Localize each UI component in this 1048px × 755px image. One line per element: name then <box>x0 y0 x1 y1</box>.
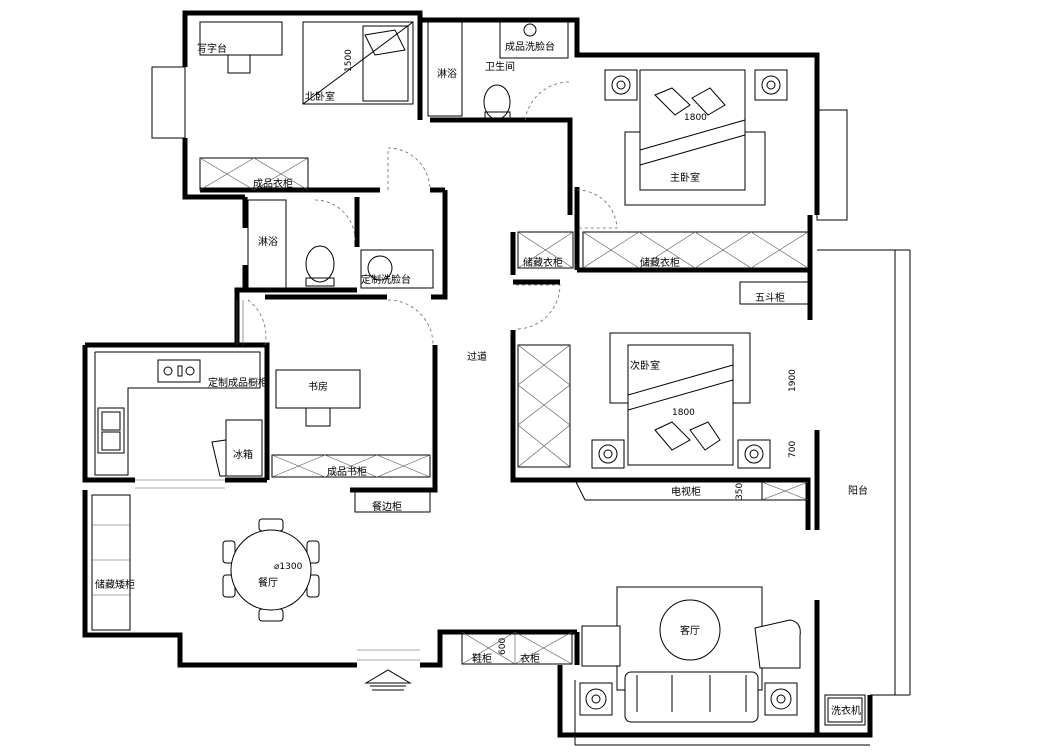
label-fridge: 冰箱 <box>233 448 253 461</box>
living-room-furniture <box>579 586 866 726</box>
label-study: 书房 <box>308 380 328 393</box>
thin-lines <box>135 66 911 746</box>
dim-second-bed: 1800 <box>672 408 695 418</box>
label-kitchen-cabinet: 定制成品橱柜 <box>208 376 268 389</box>
dim-master-bed: 1800 <box>684 113 707 123</box>
label-shoe-cabinet: 鞋柜 <box>472 652 492 665</box>
dim-350: 350 <box>735 483 745 500</box>
label-master-bedroom: 主卧室 <box>670 171 700 184</box>
label-basin-top: 成品洗脸台 <box>505 40 555 53</box>
dim-north-bed: 1500 <box>344 49 354 72</box>
room-labels: 写字台 北卧室 1500 淋浴 卫生间 成品洗脸台 成品衣柜 淋浴 定制洗脸台 … <box>95 40 868 717</box>
middle-bathroom-fixtures <box>247 199 434 289</box>
label-corridor: 过道 <box>467 350 487 363</box>
second-bedroom-furniture <box>517 281 809 501</box>
study-furniture <box>271 369 431 513</box>
label-five-drawer: 五斗柜 <box>755 291 785 304</box>
label-tv-cabinet: 电视柜 <box>671 485 701 498</box>
label-second-bedroom: 次卧室 <box>630 359 660 372</box>
entrance-cabinets <box>461 631 573 665</box>
label-storage-wardrobe-small: 储藏衣柜 <box>523 256 563 269</box>
label-washer: 洗衣机 <box>831 704 861 717</box>
label-bathroom: 卫生间 <box>485 60 515 73</box>
label-shower-top: 淋浴 <box>437 67 457 80</box>
label-storage-wardrobe: 储藏衣柜 <box>640 256 680 269</box>
dim-1900: 1900 <box>788 369 798 392</box>
dim-700: 700 <box>788 441 798 458</box>
label-wardrobe-north: 成品衣柜 <box>253 177 293 190</box>
label-storage-cabinet: 储藏矮柜 <box>95 578 135 591</box>
label-coat-cabinet: 衣柜 <box>520 652 540 665</box>
label-shower-mid: 淋浴 <box>258 235 278 248</box>
kitchen-fixtures <box>94 351 263 477</box>
label-living-room: 客厅 <box>680 624 700 637</box>
top-bathroom-fixtures <box>427 21 569 120</box>
label-table-dia: ⌀1300 <box>274 562 303 572</box>
label-basin-mid: 定制洗脸台 <box>361 273 411 286</box>
entrance-arrow <box>364 669 412 691</box>
dim-600: 600 <box>498 638 508 655</box>
label-north-bedroom: 北卧室 <box>305 90 335 103</box>
dining-furniture <box>91 494 320 631</box>
doors <box>247 81 618 346</box>
label-desk: 写字台 <box>197 42 227 55</box>
north-bedroom-furniture <box>199 21 414 191</box>
label-bookcase: 成品书柜 <box>327 465 367 478</box>
master-bedroom-furniture <box>517 69 809 269</box>
label-dining: 餐厅 <box>258 576 278 589</box>
walls <box>82 10 873 738</box>
label-sideboard: 餐边柜 <box>372 500 402 513</box>
label-balcony: 阳台 <box>848 484 868 497</box>
